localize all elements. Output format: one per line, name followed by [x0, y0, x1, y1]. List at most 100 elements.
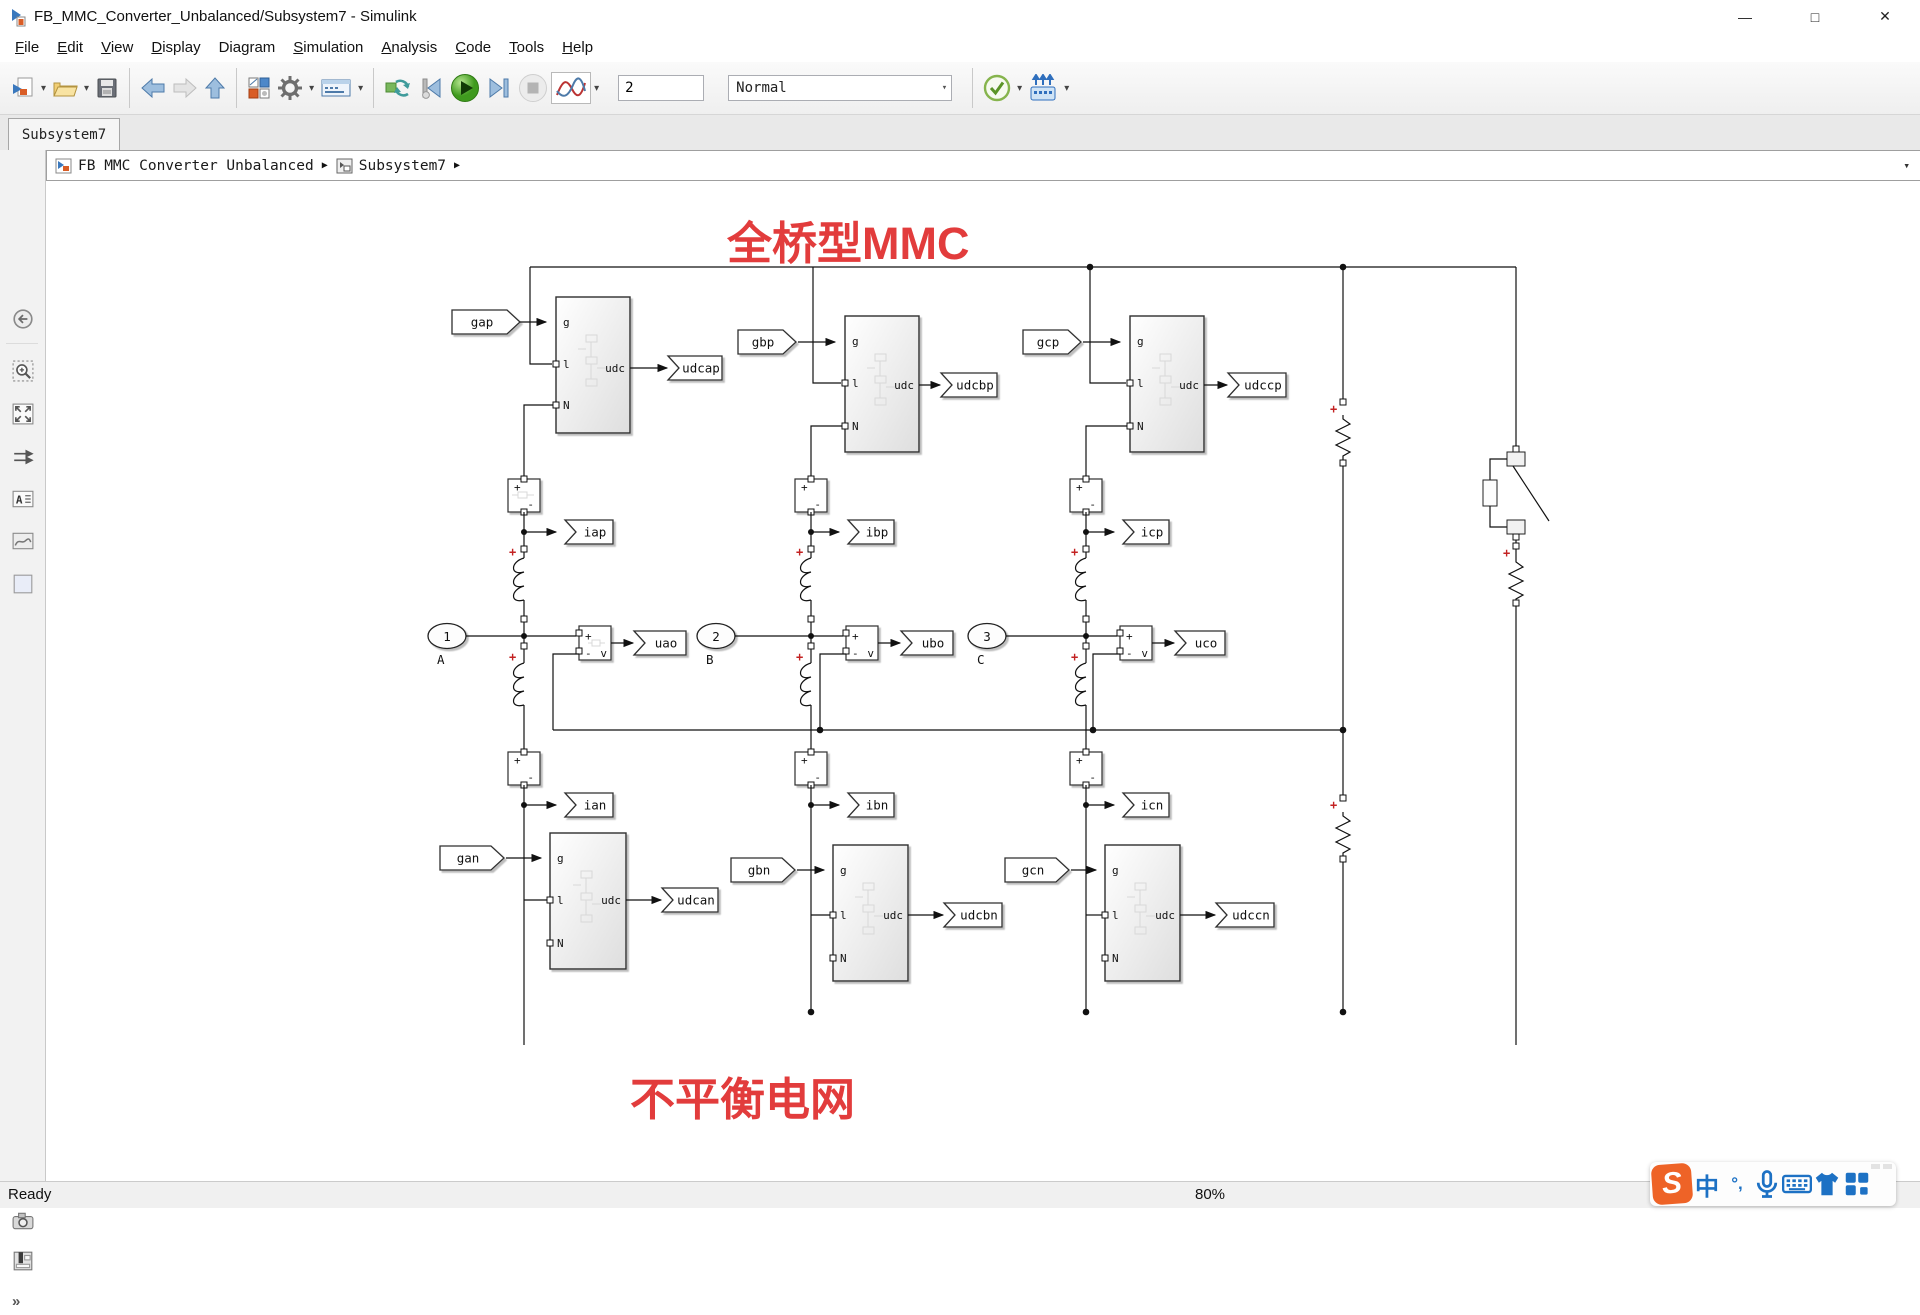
step-back-button[interactable] [415, 69, 447, 107]
subsystem-block-lower-b[interactable]: g l N udc [830, 845, 908, 981]
ime-skin-icon[interactable] [1812, 1169, 1842, 1199]
ime-toolbox-icon[interactable] [1842, 1169, 1872, 1199]
menu-analysis[interactable]: Analysis [372, 36, 446, 59]
image-annotation-icon[interactable] [12, 530, 34, 552]
model-canvas[interactable]: gap g l N udc udcap [46, 181, 1920, 1181]
arm-inductor[interactable] [1076, 558, 1087, 601]
annotation-title[interactable]: 全桥型MMC [727, 221, 969, 266]
goto-tag-ian[interactable]: ian [565, 793, 613, 817]
breadcrumb-expand-icon[interactable]: ▾ [1903, 159, 1910, 172]
model-report-icon[interactable] [12, 1250, 34, 1272]
goto-tag-ibp[interactable]: ibp [848, 520, 894, 544]
menu-tools[interactable]: Tools [500, 36, 553, 59]
subsystem-block-lower-c[interactable]: g l N udc [1102, 845, 1180, 981]
config-dropdown[interactable]: ▾ [355, 83, 366, 94]
input-port-1[interactable]: 1 A [428, 624, 466, 668]
open-dropdown[interactable]: ▾ [81, 83, 92, 94]
current-sensor-bp[interactable]: + - [795, 476, 827, 515]
ime-punctuation-icon[interactable]: °, [1722, 1169, 1752, 1199]
model-advisor-button[interactable] [980, 69, 1014, 107]
ime-mic-icon[interactable] [1752, 1169, 1782, 1199]
goto-tag-uao[interactable]: uao [634, 631, 686, 655]
run-button[interactable] [447, 69, 483, 107]
current-sensor-an[interactable]: + - [508, 749, 540, 788]
resistor[interactable] [1336, 415, 1350, 460]
step-forward-button[interactable] [483, 69, 515, 107]
goto-tag-ibn[interactable]: ibn [848, 793, 894, 817]
settings-dropdown[interactable]: ▾ [306, 83, 317, 94]
menu-file[interactable]: File [6, 36, 48, 59]
menu-edit[interactable]: Edit [48, 36, 92, 59]
goto-tag-ubo[interactable]: ubo [901, 631, 953, 655]
deploy-hardware-button[interactable] [1025, 69, 1061, 107]
menu-code[interactable]: Code [446, 36, 500, 59]
menu-view[interactable]: View [92, 36, 142, 59]
ime-handle[interactable] [1871, 1164, 1892, 1169]
voltage-sensor-b[interactable]: + - v [843, 626, 878, 660]
from-tag-gan[interactable]: gan [440, 846, 504, 870]
goto-tag-udcan[interactable]: udcan [662, 888, 718, 912]
goto-tag-udccn[interactable]: udccn [1216, 903, 1274, 927]
goto-tag-icp[interactable]: icp [1123, 520, 1169, 544]
breaker[interactable] [1483, 446, 1549, 540]
menu-diagram[interactable]: Diagram [210, 36, 285, 59]
sim-stop-time-input[interactable] [618, 75, 704, 101]
data-inspector-dropdown[interactable]: ▾ [591, 83, 602, 94]
arm-inductor[interactable] [514, 558, 525, 601]
model-settings-button[interactable] [274, 69, 306, 107]
arm-inductor[interactable] [514, 663, 525, 706]
forward-button[interactable] [169, 69, 201, 107]
from-tag-gap[interactable]: gap [452, 310, 520, 334]
goto-tag-iap[interactable]: iap [565, 520, 613, 544]
annotation-icon[interactable]: A [12, 488, 34, 510]
arm-inductor[interactable] [801, 663, 812, 706]
update-diagram-button[interactable] [381, 69, 415, 107]
sogou-logo-icon[interactable]: S [1651, 1163, 1694, 1206]
current-sensor-cp[interactable]: + - [1070, 476, 1102, 515]
voltage-sensor-c[interactable]: + - v [1117, 626, 1152, 660]
current-sensor-bn[interactable]: + - [795, 749, 827, 788]
hide-browser-icon[interactable] [12, 308, 34, 330]
from-tag-gcn[interactable]: gcn [1005, 858, 1069, 882]
sim-mode-select[interactable]: Normal ▾ [728, 75, 952, 101]
subsystem-block-lower-a[interactable]: g l N udc [547, 833, 626, 969]
resistor[interactable] [1336, 812, 1350, 857]
area-box-icon[interactable] [12, 573, 34, 595]
arm-inductor[interactable] [801, 558, 812, 601]
model-config-button[interactable] [317, 69, 355, 107]
breadcrumb-subsystem[interactable]: Subsystem7 [336, 158, 446, 174]
from-tag-gcp[interactable]: gcp [1023, 330, 1081, 354]
from-tag-gbp[interactable]: gbp [738, 330, 796, 354]
screenshot-camera-icon[interactable] [12, 1210, 34, 1232]
menu-display[interactable]: Display [142, 36, 209, 59]
data-inspector-button[interactable] [551, 72, 591, 104]
goto-tag-icn[interactable]: icn [1123, 793, 1169, 817]
from-tag-gbn[interactable]: gbn [731, 858, 795, 882]
input-port-3[interactable]: 3 C [968, 624, 1006, 668]
breadcrumb-root[interactable]: FB MMC Converter Unbalanced [55, 158, 314, 174]
goto-tag-uco[interactable]: uco [1175, 631, 1225, 655]
fit-to-view-icon[interactable] [12, 403, 34, 425]
menu-simulation[interactable]: Simulation [284, 36, 372, 59]
goto-tag-udccp[interactable]: udccp [1228, 373, 1286, 397]
model-advisor-dropdown[interactable]: ▾ [1014, 83, 1025, 94]
subsystem-block-upper-c[interactable]: g l N udc [1127, 316, 1204, 452]
current-sensor-ap[interactable]: + - [508, 476, 540, 515]
minimize-button[interactable]: — [1710, 0, 1780, 33]
menu-help[interactable]: Help [553, 36, 602, 59]
back-button[interactable] [137, 69, 169, 107]
stop-button[interactable] [515, 69, 551, 107]
maximize-button[interactable]: □ [1780, 0, 1850, 33]
resistor[interactable] [1509, 558, 1523, 603]
tab-subsystem7[interactable]: Subsystem7 [8, 118, 120, 150]
up-to-parent-button[interactable] [201, 69, 229, 107]
goto-tag-udcbp[interactable]: udcbp [941, 373, 997, 397]
goto-tag-udcbn[interactable]: udcbn [944, 903, 1002, 927]
zoom-region-icon[interactable] [12, 360, 34, 382]
new-model-button[interactable] [8, 69, 38, 107]
forward-signals-icon[interactable] [12, 446, 34, 468]
arm-inductor[interactable] [1076, 663, 1087, 706]
voltage-sensor-a[interactable]: + - v [576, 626, 611, 660]
subsystem-block-upper-a[interactable]: g l N udc [553, 297, 630, 433]
deploy-dropdown[interactable]: ▾ [1061, 83, 1072, 94]
